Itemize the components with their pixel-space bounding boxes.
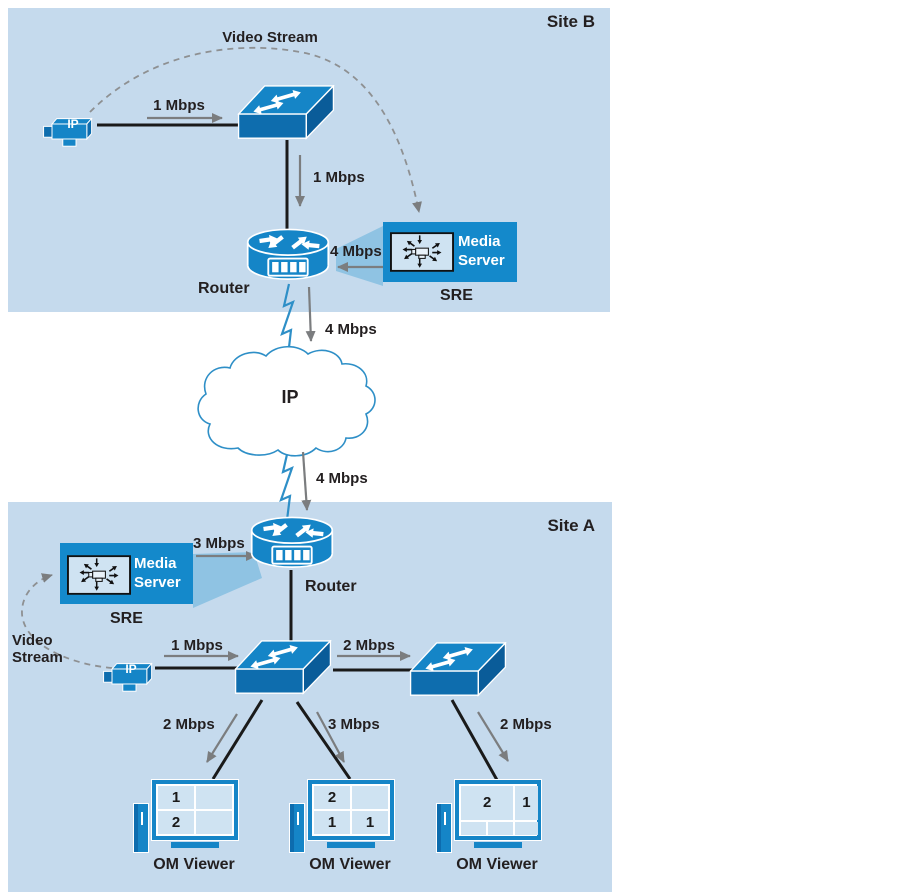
viewer-1-monitor: 1 2 (151, 779, 239, 841)
om-viewer-3: 2 1 OM Viewer (436, 779, 557, 880)
media-server-a-icon (67, 554, 131, 596)
link-switch-a1-viewer-1 (211, 699, 264, 780)
viewer-1-cell-br (196, 811, 232, 834)
site-b-video-stream-label: Video Stream (222, 29, 318, 46)
viewer-3-label: OM Viewer (456, 856, 538, 873)
link-label-viewer-1: 2 Mbps (163, 716, 215, 733)
arrow-4mbps-to-site-a (301, 451, 312, 511)
tower-slot (141, 812, 143, 825)
link-switch-a1-viewer-2 (295, 701, 352, 780)
viewer-1-cell-tr (196, 786, 232, 809)
link-label-server-a: 3 Mbps (193, 535, 245, 552)
router-a (248, 514, 336, 574)
link-label-cam-b: 1 Mbps (153, 97, 205, 114)
media-server-b: Media Server (383, 222, 517, 282)
site-a-title: Site A (547, 516, 595, 535)
site-b-title: Site B (546, 12, 595, 31)
arrow-4mbps-to-cloud (305, 286, 316, 342)
viewer-3-cell-b1 (461, 821, 487, 836)
sre-b-label: SRE (440, 287, 473, 304)
viewer-2-pc-tower (289, 803, 305, 853)
link-label-cam-a: 1 Mbps (171, 637, 223, 654)
router-b-label: Router (198, 280, 250, 297)
cloud-ip-label: IP (281, 387, 299, 407)
viewer-1-cell-bl: 2 (158, 811, 194, 834)
tower-slot (297, 812, 299, 825)
router-a-label: Router (305, 578, 357, 595)
wan-links (279, 283, 295, 521)
arrow-2mbps-viewer-1 (206, 713, 238, 763)
viewer-1-cell-tl: 1 (158, 786, 194, 809)
viewer-1-pc-tower (133, 803, 149, 853)
link-label-viewer-2: 3 Mbps (328, 716, 380, 733)
media-server-a: Media Server (60, 543, 193, 604)
sre-a-label: SRE (110, 610, 143, 627)
viewer-3-cell-b2 (488, 821, 514, 836)
video-stream-curve-b (89, 46, 422, 213)
switch-b (236, 85, 336, 145)
arrow-2mbps-viewer-3 (477, 711, 509, 762)
viewer-3-cell-main: 2 (461, 786, 514, 820)
media-server-b-icon (390, 231, 454, 273)
viewer-2-stand (327, 842, 375, 848)
switch-a1 (233, 640, 333, 700)
viewer-2-cell-bl: 1 (314, 811, 350, 834)
viewer-1-stand (171, 842, 219, 848)
tower-slot (444, 812, 446, 825)
site-a-server-beam (193, 552, 262, 608)
video-stream-curve-a (21, 573, 113, 669)
link-label-switch-b-router: 1 Mbps (313, 169, 365, 186)
black-links (97, 123, 499, 781)
viewer-2-monitor: 2 1 1 (307, 779, 395, 841)
viewer-3-cell-b3 (515, 821, 538, 836)
wan-label-down: 4 Mbps (325, 321, 377, 338)
video-stream-a-label: Video Stream (12, 632, 63, 666)
viewer-3-stand (474, 842, 522, 848)
camera-a-ip-label: IP (125, 662, 137, 676)
viewer-3-cell-side: 1 (515, 786, 538, 820)
om-viewer-1: 1 2 OM Viewer (133, 779, 254, 880)
ip-cloud (197, 345, 376, 457)
link-switch-a2-viewer-3 (450, 699, 499, 781)
wan-bolt-site-a (279, 449, 294, 521)
link-label-server-b: 4 Mbps (330, 243, 382, 260)
bandwidth-arrows (147, 113, 509, 763)
om-viewer-2: 2 1 1 OM Viewer (289, 779, 410, 880)
camera-b-ip-label: IP (67, 117, 79, 131)
arrow-3mbps-viewer-2 (316, 711, 345, 763)
link-label-switch-a1-a2: 2 Mbps (343, 637, 395, 654)
wan-bolt-site-b (280, 283, 295, 357)
wan-label-up: 4 Mbps (316, 470, 368, 487)
viewer-2-cell-tr (352, 786, 388, 809)
media-server-a-label: Media Server (134, 555, 181, 591)
router-b (244, 226, 332, 286)
switch-a2 (408, 642, 508, 702)
viewer-3-monitor: 2 1 (454, 779, 542, 841)
viewer-1-label: OM Viewer (153, 856, 235, 873)
viewer-2-cell-tl: 2 (314, 786, 350, 809)
viewer-2-label: OM Viewer (309, 856, 391, 873)
link-label-viewer-3: 2 Mbps (500, 716, 552, 733)
viewer-2-cell-br: 1 (352, 811, 388, 834)
video-stream-curves (21, 46, 422, 669)
media-server-b-label: Media Server (458, 233, 505, 269)
viewer-3-pc-tower (436, 803, 452, 853)
